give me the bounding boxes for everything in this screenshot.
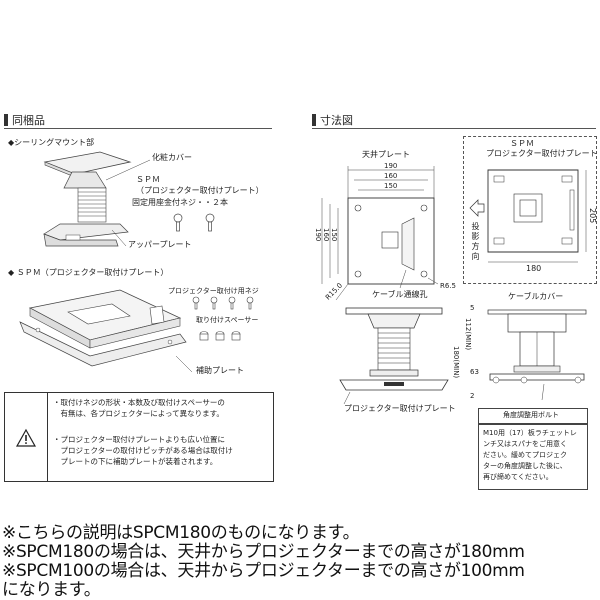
dim-112-min: 112(MIN): [464, 318, 472, 351]
screws-label: 固定用座金付ネジ・・２本: [132, 198, 228, 207]
ceiling-plate-drawing: [321, 166, 439, 301]
cosmetic-cover-label: 化粧カバー: [152, 153, 192, 162]
cable-cover-label: ケーブルカバー: [508, 292, 564, 301]
section-title-included-items: 同梱品: [12, 114, 45, 127]
section-marker: [312, 114, 316, 126]
spm-subtitle-right: プロジェクター取付けプレート: [486, 149, 598, 158]
projector-screws-label: プロジェクター取付け用ネジ: [168, 287, 259, 295]
dim-5: 5: [470, 304, 475, 312]
section-title-dimensions: 寸法図: [320, 114, 353, 127]
bolt-note-box: M10用（17）板ラチェットレ ンチ又はスパナをご用意く ださい。緩めてプロジェ…: [478, 424, 588, 490]
spm-plate-top-view: [469, 169, 587, 263]
dim-180-width: 180: [526, 264, 542, 273]
bolt-note-line: ンチ又はスパナをご用意く: [483, 440, 567, 448]
footer-note-end: になります。: [2, 580, 101, 600]
dim-150-side: 150: [330, 228, 338, 242]
angle-bolt-label: 角度調整用ボルト: [503, 411, 559, 419]
spacers-label: 取り付けスペーサー: [196, 316, 259, 324]
dim-190-top: 190: [384, 162, 398, 170]
bolt-note-line: ターの角度調整した後に、: [483, 462, 567, 470]
mount-side-view: [339, 307, 449, 405]
spm-plate-drawing: [19, 289, 254, 373]
ceiling-plate-label: 天井プレート: [362, 150, 410, 159]
spm-section-label: ◆ ＳＰＭ（プロジェクター取付けプレート）: [8, 268, 169, 277]
ceiling-mount-label: ◆シーリングマウント部: [8, 138, 95, 147]
section-marker: [4, 114, 8, 126]
dim-160-top: 160: [384, 172, 398, 180]
dim-160-side: 160: [322, 228, 330, 242]
dim-205: 205: [588, 208, 597, 224]
radius-6-5-label: R6.5: [440, 282, 456, 290]
note-line: ・プロジェクター取付けプレートよりも広い位置に: [53, 435, 226, 444]
dim-180-min: 180(MIN): [452, 346, 460, 379]
spm-detail-box: [463, 136, 597, 284]
warning-icon: [15, 428, 37, 447]
note-line: 有無は、各プロジェクターによって異なります。: [53, 409, 224, 418]
angle-bolt-title-box: 角度調整用ボルト: [478, 408, 588, 424]
footer-note-model: ※こちらの説明はSPCM180のものになります。: [2, 523, 360, 543]
note-line: プレートの下に補助プレートが装着されます。: [53, 457, 218, 466]
footer-note-spcm180: ※SPCM180の場合は、天井からプロジェクターまでの高さが180mm: [2, 542, 525, 562]
spm-title-right: ＳＰＭ: [510, 139, 534, 148]
mount-front-view: [487, 309, 587, 401]
note-line: ・取付けネジの形状・本数及び取付けスペーサーの: [53, 398, 225, 407]
cable-hole-label: ケーブル通線孔: [372, 290, 428, 299]
dim-2: 2: [470, 392, 475, 400]
bolt-note-line: M10用（17）板ラチェットレ: [483, 429, 577, 437]
ceiling-mount-drawing: [43, 151, 215, 247]
dim-190-side: 190: [314, 228, 322, 242]
caution-icon-cell: [5, 393, 48, 481]
footer-note-spcm100: ※SPCM100の場合は、天井からプロジェクターまでの高さが100mm: [2, 561, 525, 581]
spm-title: ＳＰＭ: [136, 175, 160, 184]
bolt-note-line: ださい。緩めてプロジェク: [483, 451, 567, 459]
note-line: プロジェクターの取付けピッチがある場合は取付け: [53, 446, 233, 455]
dim-150-top: 150: [384, 182, 398, 190]
projection-direction-label: 投影方向: [471, 222, 480, 262]
spm-subtitle: （プロジェクター取付けプレート）: [136, 186, 264, 195]
section-divider: [312, 128, 596, 129]
dim-63: 63: [470, 368, 479, 376]
section-divider: [4, 128, 272, 129]
aux-plate-label: 補助プレート: [196, 366, 244, 375]
bolt-note-line: 再び締めてください。: [483, 473, 553, 481]
projector-plate-label: プロジェクター取付けプレート: [344, 404, 456, 413]
caution-box: ・取付けネジの形状・本数及び取付けスペーサーの 有無は、各プロジェクターによって…: [4, 392, 274, 482]
upper-plate-label: アッパープレート: [128, 240, 192, 249]
